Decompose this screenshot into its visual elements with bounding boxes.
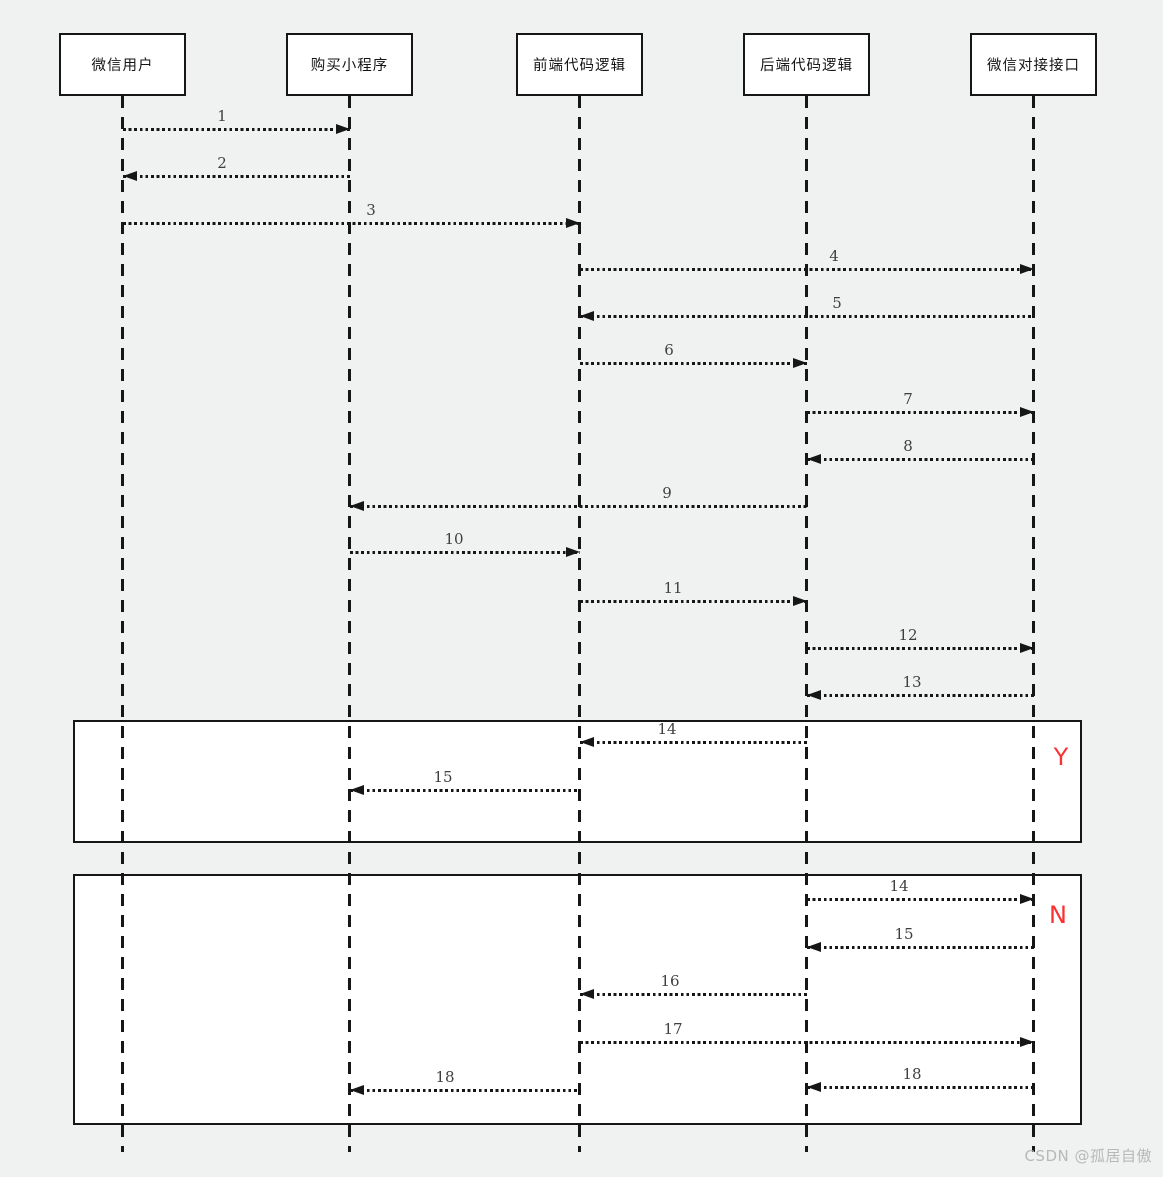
- arrowhead-icon: [1019, 894, 1034, 904]
- message-main-10-label: 10: [444, 530, 464, 548]
- message-alt-no-18-label: 18: [435, 1068, 455, 1086]
- message-alt-no-16-label: 16: [660, 972, 680, 990]
- arrowhead-icon: [579, 989, 594, 999]
- message-main-5-label: 5: [832, 294, 842, 312]
- message-main-10-line: [349, 551, 580, 554]
- message-alt-no-18-label: 18: [902, 1065, 922, 1083]
- actor-box-wechat-api: 微信对接接口: [970, 33, 1097, 96]
- message-main-13-label: 13: [902, 673, 922, 691]
- message-main-9-line: [349, 505, 807, 508]
- actor-label-frontend-logic: 前端代码逻辑: [533, 58, 626, 74]
- message-alt-no-14-label: 14: [889, 877, 909, 895]
- message-alt-no-17-line: [579, 1041, 1034, 1044]
- lifeline-wechat-user: [121, 96, 124, 1152]
- alt-frame-no: N: [73, 874, 1082, 1125]
- message-main-8-label: 8: [903, 437, 913, 455]
- arrowhead-icon: [349, 501, 364, 511]
- arrowhead-icon: [122, 171, 137, 181]
- message-main-13-line: [806, 694, 1034, 697]
- message-main-9-label: 9: [662, 484, 672, 502]
- message-alt-no-17-label: 17: [663, 1020, 683, 1038]
- lifeline-backend-logic: [805, 96, 808, 1152]
- arrowhead-icon: [1019, 407, 1034, 417]
- message-alt-no-15-label: 15: [894, 925, 914, 943]
- message-main-6-line: [579, 362, 807, 365]
- message-alt-yes-15-label: 15: [433, 768, 453, 786]
- actor-label-purchase-miniprogram: 购买小程序: [310, 58, 389, 74]
- lifeline-wechat-api: [1032, 96, 1035, 1152]
- arrowhead-icon: [579, 737, 594, 747]
- message-alt-yes-14-label: 14: [657, 720, 677, 738]
- message-alt-no-14-line: [806, 898, 1034, 901]
- arrowhead-icon: [349, 1085, 364, 1095]
- arrowhead-icon: [565, 218, 580, 228]
- arrowhead-icon: [1019, 1037, 1034, 1047]
- watermark: CSDN @孤居自傲: [1024, 1147, 1152, 1165]
- actor-label-wechat-api: 微信对接接口: [987, 58, 1080, 74]
- message-main-12-label: 12: [898, 626, 918, 644]
- message-alt-no-16-line: [579, 993, 807, 996]
- actor-box-backend-logic: 后端代码逻辑: [743, 33, 870, 96]
- message-main-4-line: [579, 268, 1034, 271]
- message-alt-no-18-line: [349, 1089, 580, 1092]
- message-alt-yes-15-line: [349, 789, 580, 792]
- arrowhead-icon: [806, 690, 821, 700]
- message-alt-no-18-line: [806, 1086, 1034, 1089]
- actor-label-wechat-user: 微信用户: [91, 58, 154, 74]
- message-main-1-label: 1: [217, 107, 227, 125]
- arrowhead-icon: [792, 596, 807, 606]
- message-main-5-line: [579, 315, 1034, 318]
- message-main-12-line: [806, 647, 1034, 650]
- alt-frame-yes: Y: [73, 720, 1082, 843]
- message-main-2-line: [122, 175, 350, 178]
- message-main-1-line: [122, 128, 350, 131]
- arrowhead-icon: [579, 311, 594, 321]
- arrowhead-icon: [1019, 643, 1034, 653]
- actor-box-purchase-miniprogram: 购买小程序: [286, 33, 413, 96]
- message-main-3-label: 3: [366, 201, 376, 219]
- arrowhead-icon: [335, 124, 350, 134]
- arrowhead-icon: [1019, 264, 1034, 274]
- arrowhead-icon: [806, 454, 821, 464]
- arrowhead-icon: [806, 1082, 821, 1092]
- message-main-7-line: [806, 411, 1034, 414]
- lifeline-purchase-miniprogram: [348, 96, 351, 1152]
- actor-label-backend-logic: 后端代码逻辑: [760, 58, 853, 74]
- arrowhead-icon: [792, 358, 807, 368]
- message-main-11-line: [579, 600, 807, 603]
- arrowhead-icon: [565, 547, 580, 557]
- actor-box-wechat-user: 微信用户: [59, 33, 186, 96]
- arrowhead-icon: [806, 942, 821, 952]
- message-main-8-line: [806, 458, 1034, 461]
- message-alt-no-15-line: [806, 946, 1034, 949]
- message-main-4-label: 4: [829, 247, 839, 265]
- message-main-11-label: 11: [663, 579, 683, 597]
- actor-box-frontend-logic: 前端代码逻辑: [516, 33, 643, 96]
- lifeline-frontend-logic: [578, 96, 581, 1152]
- message-main-2-label: 2: [217, 154, 227, 172]
- arrowhead-icon: [349, 785, 364, 795]
- frame-label-no: N: [1049, 901, 1067, 929]
- message-alt-yes-14-line: [579, 741, 807, 744]
- message-main-6-label: 6: [664, 341, 674, 359]
- message-main-7-label: 7: [903, 390, 913, 408]
- frame-label-yes: Y: [1053, 743, 1069, 771]
- message-main-3-line: [122, 222, 580, 225]
